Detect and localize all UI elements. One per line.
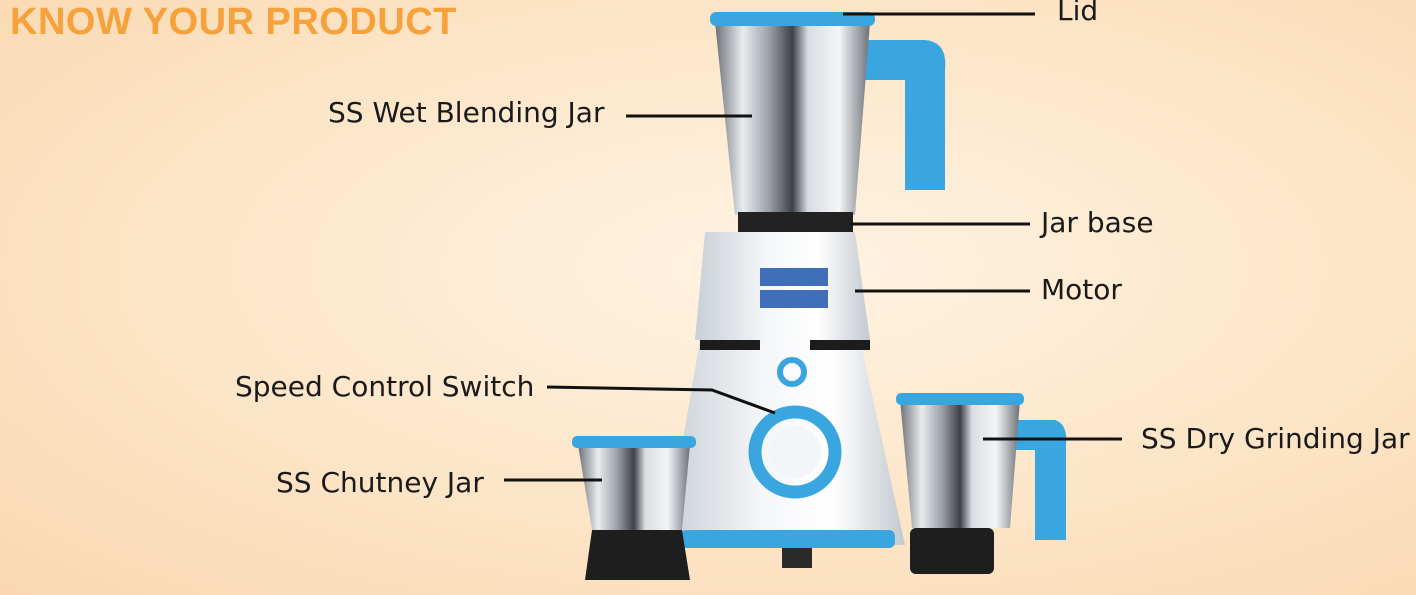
leader-lines [504, 12, 1122, 482]
label-dry-grinding-jar: SS Dry Grinding Jar [1141, 422, 1410, 455]
label-speed-control-switch: Speed Control Switch [235, 370, 535, 403]
wet-blending-jar [710, 12, 946, 232]
dry-grinding-jar [896, 393, 1067, 574]
chutney-jar [572, 436, 696, 580]
label-lid: Lid [1057, 0, 1099, 27]
speed-control-knob [748, 357, 842, 499]
motor-block [695, 232, 870, 350]
label-motor: Motor [1041, 273, 1122, 306]
label-wet-blending-jar: SS Wet Blending Jar [328, 96, 605, 129]
leader-speed-switch [546, 385, 776, 415]
page-title: KNOW YOUR PRODUCT [10, 1, 457, 43]
label-jar-base: Jar base [1041, 206, 1154, 239]
label-chutney-jar: SS Chutney Jar [276, 466, 484, 499]
